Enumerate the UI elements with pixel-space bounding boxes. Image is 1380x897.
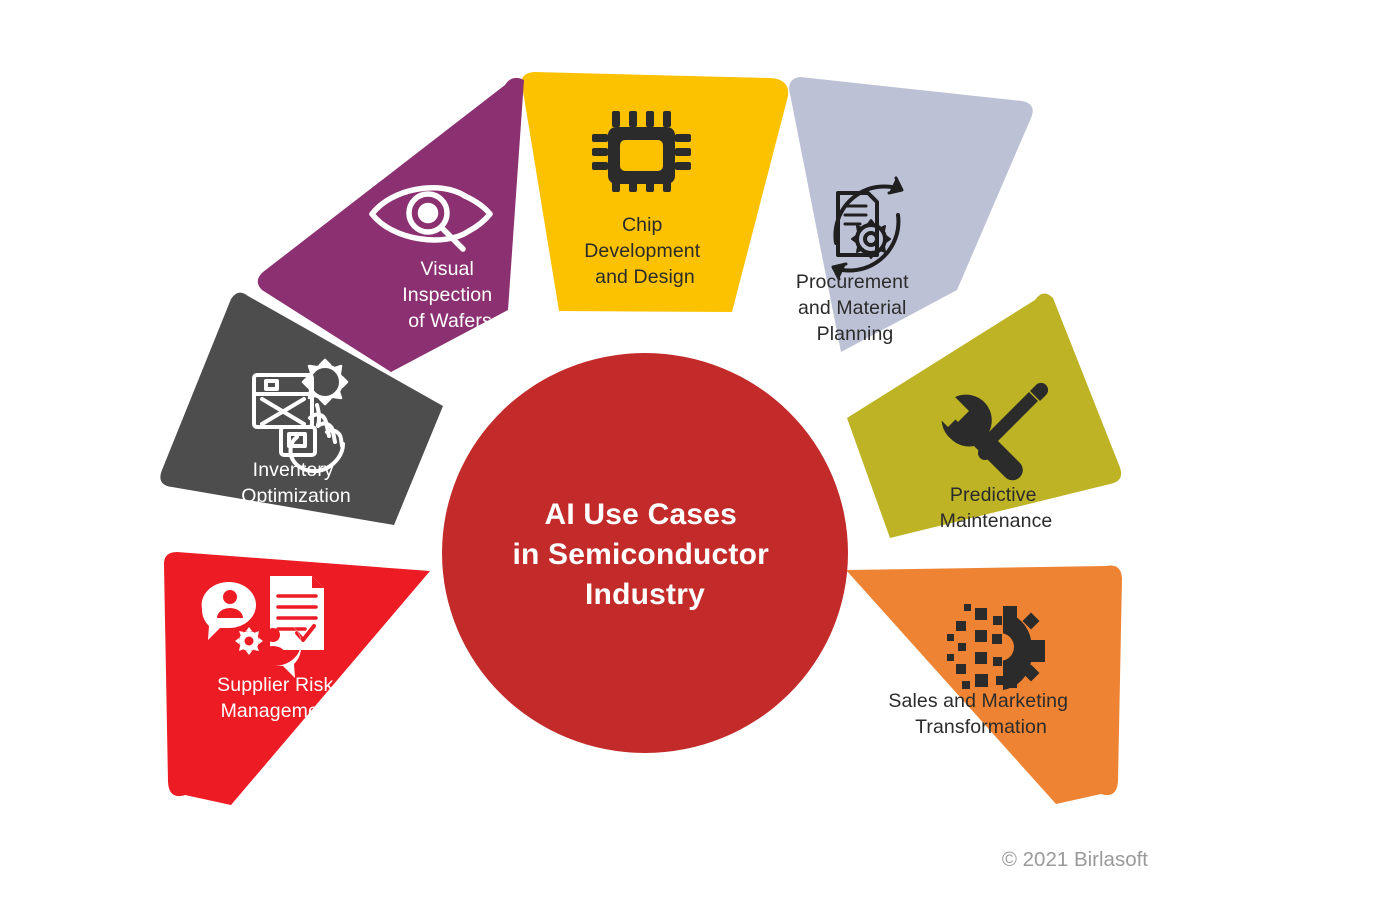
petal-label-chip-development-and-design: Chip Development and Design (584, 214, 706, 288)
petal-procurement-and-material-planning[interactable]: Procurement and Material Planning (789, 77, 1033, 352)
document-gear-cycle-icon (831, 176, 904, 281)
petal-label-supplier-risk-management: Supplier Risk Management (217, 674, 339, 722)
petal-chip-development-and-design[interactable]: Chip Development and Design (521, 72, 789, 312)
microchip-icon (592, 111, 691, 192)
wrench-screwdriver-icon (936, 382, 1049, 481)
petal-shape-inventory-optimization (160, 292, 443, 525)
petal-label-inventory-optimization: Inventory Optimization (241, 459, 351, 507)
petal-predictive-maintenance[interactable]: Predictive Maintenance (847, 293, 1122, 538)
box-gear-hand-icon (252, 358, 349, 474)
center-hub[interactable]: AI Use Cases in Semiconductor Industry (442, 353, 848, 753)
people-document-gear-icon (201, 576, 324, 678)
copyright-notice: © 2021 Birlasoft (1001, 848, 1148, 871)
eye-magnifier-icon (369, 185, 493, 252)
petal-sales-and-marketing-transformation[interactable]: Sales and Marketing Transformation (846, 565, 1122, 805)
petal-label-visual-inspection-of-wafers: Visual Inspection of Wafers (402, 258, 497, 332)
petal-supplier-risk-management[interactable]: Supplier Risk Management (163, 552, 430, 805)
petal-inventory-optimization[interactable]: Inventory Optimization (160, 292, 443, 525)
petal-label-procurement-and-material-planning: Procurement and Material Planning (796, 271, 914, 345)
pixel-gear-icon (947, 604, 1045, 690)
petal-label-sales-and-marketing-transformation: Sales and Marketing Transformation (888, 690, 1073, 738)
petal-shape-procurement-and-material-planning (789, 77, 1033, 352)
petal-label-predictive-maintenance: Predictive Maintenance (940, 484, 1053, 532)
center-circle (442, 353, 848, 753)
petal-shape-chip-development-and-design (521, 72, 789, 312)
petal-visual-inspection-of-wafers[interactable]: Visual Inspection of Wafers (257, 77, 524, 372)
center-title: AI Use Cases in Semiconductor Industry (512, 498, 777, 611)
petal-shape-visual-inspection-of-wafers (257, 77, 524, 372)
